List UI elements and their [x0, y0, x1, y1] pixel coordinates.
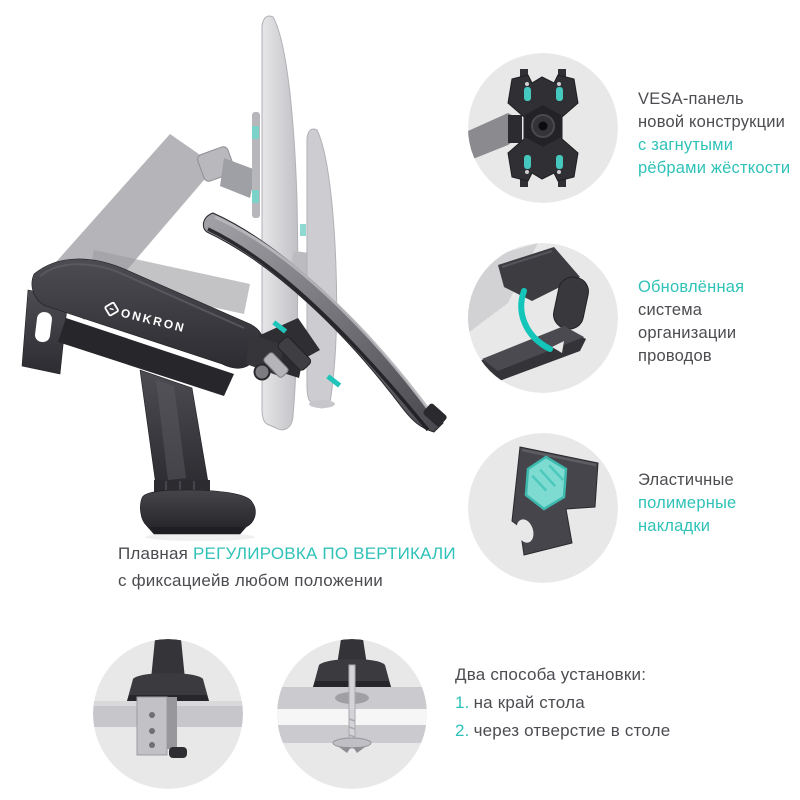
installation-item-label: на край стола — [473, 693, 585, 712]
tilt-hinge — [246, 334, 312, 381]
callout-cable-text: Обновлённая система организации проводов — [638, 276, 800, 368]
caption-accent: РЕГУЛИРОВКА ПО ВЕРТИКАЛИ — [193, 544, 456, 563]
callout-circle-cable — [468, 243, 618, 393]
callout-pads-text: Эластичные полимерные накладки — [638, 469, 800, 538]
callout-vesa-text: VESA-панель новой конструкции с загнутым… — [638, 88, 800, 180]
callout-line: система — [638, 301, 703, 319]
callout-line: с загнутыми — [638, 136, 734, 154]
installation-item-label: через отверстие в столе — [473, 721, 671, 740]
onkron-cube-icon — [104, 301, 119, 317]
desk-clamp-photo — [93, 639, 243, 789]
vesa-plate-photo — [468, 53, 618, 203]
installation-text: Два способа установки: 1.на край стола 2… — [455, 661, 670, 745]
callout-line: VESA-панель — [638, 90, 744, 108]
installation-title: Два способа установки: — [455, 665, 647, 684]
cable-routing-photo — [468, 243, 618, 393]
vertical-adjustment-caption: Плавная РЕГУЛИРОВКА ПО ВЕРТИКАЛИ с фикса… — [118, 540, 456, 594]
callout-line: новой конструкции — [638, 113, 786, 131]
callout-line: полимерные — [638, 494, 737, 512]
caption-line-1: Плавная РЕГУЛИРОВКА ПО ВЕРТИКАЛИ — [118, 540, 456, 567]
callout-line: Эластичные — [638, 471, 734, 489]
installation-item-number: 2. — [455, 721, 470, 740]
arm-assembly: ONKRON — [21, 258, 264, 541]
callout-line: проводов — [638, 347, 712, 365]
callout-line: рёбрами жёсткости — [638, 159, 791, 177]
installation-item: 2.через отверстие в столе — [455, 717, 670, 745]
install-circle-clamp — [93, 639, 243, 789]
caption-prefix: Плавная — [118, 544, 189, 563]
callout-line: Обновлённая — [638, 278, 745, 296]
installation-item-number: 1. — [455, 693, 470, 712]
monitor-arm-illustration: ONKRON — [21, 15, 447, 541]
callout-circle-vesa — [468, 53, 618, 203]
installation-item: 1.на край стола — [455, 689, 670, 717]
caption-line-2: с фиксациейв любом положении — [118, 571, 383, 590]
install-circle-grommet — [277, 639, 427, 789]
callout-line: организации — [638, 324, 737, 342]
grommet-mount-photo — [277, 639, 427, 789]
callout-circle-pads — [468, 433, 618, 583]
callout-line: накладки — [638, 517, 711, 535]
polymer-pad-photo — [468, 433, 618, 583]
